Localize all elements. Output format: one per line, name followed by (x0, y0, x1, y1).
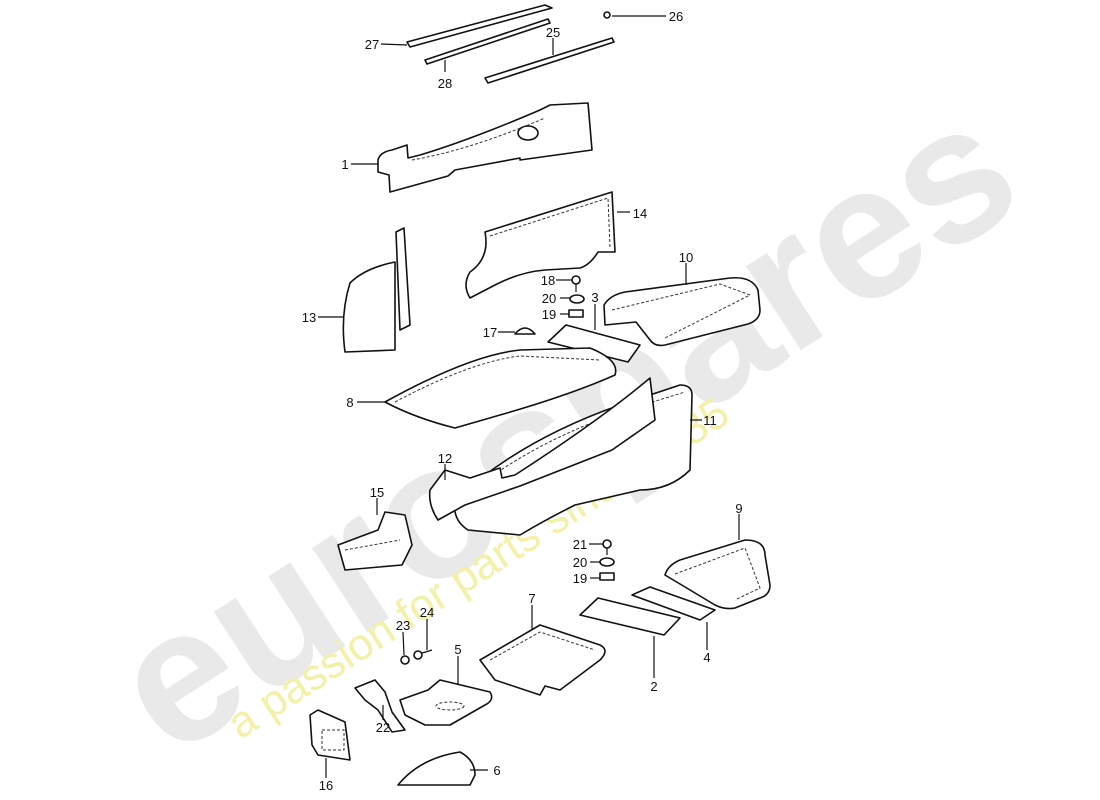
callout-14[interactable]: 14 (633, 206, 647, 221)
callout-23[interactable]: 23 (396, 618, 410, 633)
callout-7[interactable]: 7 (528, 591, 535, 606)
callout-20b[interactable]: 20 (573, 555, 587, 570)
callout-28[interactable]: 28 (438, 76, 452, 91)
part-13-panel[interactable] (342, 227, 411, 353)
callout-18[interactable]: 18 (541, 273, 555, 288)
callout-8[interactable]: 8 (346, 395, 353, 410)
callout-13[interactable]: 13 (302, 310, 316, 325)
part-2-bracket[interactable] (579, 597, 681, 636)
part-7-mat[interactable] (479, 624, 606, 696)
callout-5[interactable]: 5 (454, 642, 461, 657)
part-5-mat[interactable] (399, 679, 493, 726)
callout-16[interactable]: 16 (319, 778, 333, 793)
callout-1[interactable]: 1 (341, 157, 348, 172)
callout-12[interactable]: 12 (438, 451, 452, 466)
callout-10[interactable]: 10 (679, 250, 693, 265)
callout-17[interactable]: 17 (483, 325, 497, 340)
leader-lines (318, 15, 740, 778)
callout-labels: 27 28 25 26 1 14 13 18 20 19 3 10 17 8 1… (302, 9, 743, 793)
part-8-carpet[interactable] (384, 347, 617, 429)
parts-23-24-fasteners[interactable] (400, 649, 433, 665)
part-15-duct[interactable] (337, 511, 413, 571)
callout-6[interactable]: 6 (493, 763, 500, 778)
fasteners-upper[interactable] (514, 275, 585, 335)
part-10-mat[interactable] (603, 276, 761, 347)
callout-21[interactable]: 21 (573, 537, 587, 552)
part-12-carpet[interactable] (428, 377, 656, 521)
callout-11[interactable]: 11 (703, 413, 717, 428)
part-sill-strips[interactable] (406, 4, 615, 84)
callout-9[interactable]: 9 (735, 501, 742, 516)
callout-15[interactable]: 15 (370, 485, 384, 500)
callout-4[interactable]: 4 (703, 650, 710, 665)
callout-24[interactable]: 24 (420, 605, 434, 620)
callout-27[interactable]: 27 (365, 37, 379, 52)
callout-19[interactable]: 19 (542, 307, 556, 322)
part-22-bracket[interactable] (354, 679, 406, 733)
part-9-mat[interactable] (664, 539, 771, 610)
callout-19b[interactable]: 19 (573, 571, 587, 586)
fasteners-lower[interactable] (599, 539, 615, 581)
callout-3[interactable]: 3 (591, 290, 598, 305)
part-6-cover[interactable] (397, 751, 476, 786)
callout-22[interactable]: 22 (376, 720, 390, 735)
part-4-bracket[interactable] (631, 586, 716, 621)
callout-2[interactable]: 2 (650, 679, 657, 694)
callout-26[interactable]: 26 (669, 9, 683, 24)
callout-20[interactable]: 20 (542, 291, 556, 306)
part-14-panel[interactable] (465, 191, 616, 299)
callout-25[interactable]: 25 (546, 25, 560, 40)
part-16-tray[interactable] (309, 709, 351, 761)
part-1-trim-panel[interactable] (377, 102, 593, 193)
